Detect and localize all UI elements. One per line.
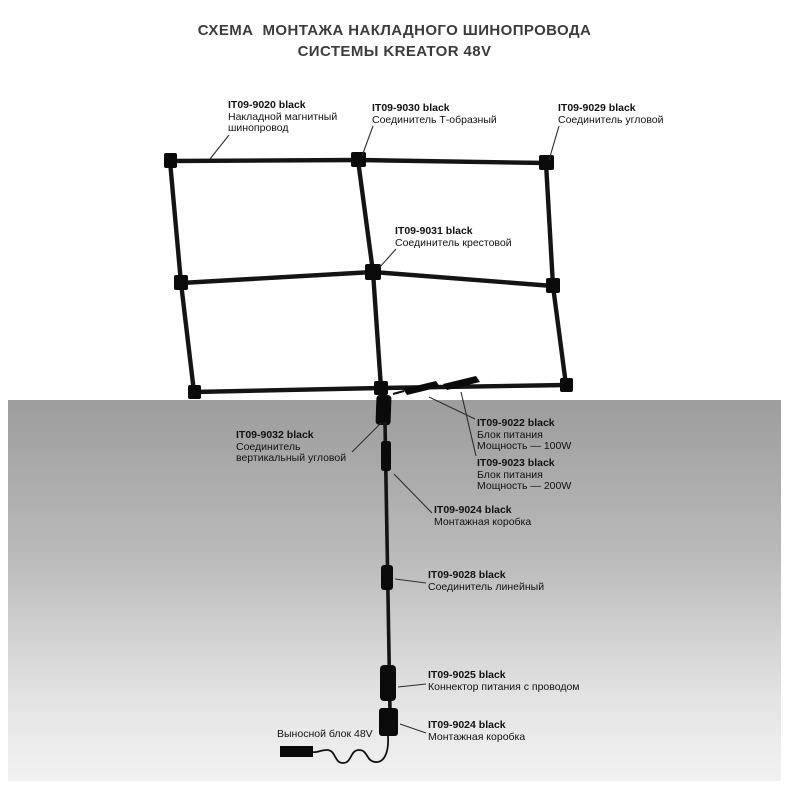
vertical-corner-connector xyxy=(375,394,392,426)
end-connector xyxy=(164,153,177,168)
label-vertical-corner-9032: IT09-9032 black Соединитель вертикальный… xyxy=(236,429,347,465)
part-desc: Блок питания xyxy=(477,468,543,481)
part-desc: Соединитель линейный xyxy=(428,580,545,593)
part-desc: Соединитель угловой xyxy=(558,113,664,126)
part-desc: Блок питания xyxy=(477,428,543,441)
mount-box-lower xyxy=(379,708,398,736)
part-desc: Выносной блок 48V xyxy=(277,728,373,740)
part-code: IT09-9029 black xyxy=(558,102,636,114)
title-line-1: СХЕМА МОНТАЖА НАКЛАДНОГО ШИНОПРОВОДА xyxy=(197,22,592,39)
part-code: IT09-9032 black xyxy=(236,429,314,441)
part-desc: Соединитель крестовой xyxy=(395,236,512,249)
label-linear-connector-9028: IT09-9028 black Соединитель линейный xyxy=(428,569,545,593)
psu-200w xyxy=(443,376,480,390)
end-connector xyxy=(188,385,201,399)
part-code: IT09-9020 black xyxy=(228,99,306,111)
t-connector xyxy=(374,381,388,395)
part-desc: Монтажная коробка xyxy=(428,730,526,743)
label-corner-connector-9029: IT09-9029 black Соединитель угловой xyxy=(558,102,664,126)
part-desc: Накладной магнитный xyxy=(228,110,338,123)
label-t-connector-9030: IT09-9030 black Соединитель Т-образный xyxy=(372,102,497,126)
part-code: IT09-9028 black xyxy=(428,569,506,581)
part-desc: Соединитель xyxy=(236,440,301,453)
psu-100w xyxy=(403,381,440,395)
part-code: IT09-9024 black xyxy=(428,719,506,731)
power-supply-units xyxy=(392,376,480,395)
track-connectors xyxy=(164,152,573,399)
part-desc: Коннектор питания с проводом xyxy=(428,680,580,693)
part-code: IT09-9030 black xyxy=(372,102,450,114)
part-desc: Монтажная коробка xyxy=(434,515,532,528)
label-mount-box-9024-upper: IT09-9024 black Монтажная коробка xyxy=(434,504,532,528)
end-connector xyxy=(560,378,573,392)
label-track-9020: IT09-9020 black Накладной магнитный шино… xyxy=(228,99,338,135)
corner-connector xyxy=(539,155,554,170)
leader-lines xyxy=(209,125,560,734)
part-desc: Мощность — 100W xyxy=(477,440,572,452)
linear-connector xyxy=(381,565,393,590)
label-psu-100w-9022: IT09-9022 black Блок питания Мощность — … xyxy=(477,417,572,453)
page-title: СХЕМА МОНТАЖА НАКЛАДНОГО ШИНОПРОВОДА СИС… xyxy=(0,20,789,62)
t-connector xyxy=(546,278,560,293)
mount-box-upper xyxy=(381,441,391,471)
label-cross-connector-9031: IT09-9031 black Соединитель крестовой xyxy=(395,225,512,249)
part-code: IT09-9024 black xyxy=(434,504,512,516)
part-code: IT09-9022 black xyxy=(477,417,555,429)
part-desc: вертикальный угловой xyxy=(236,452,347,464)
t-connector xyxy=(351,152,366,167)
label-psu-200w-9023: IT09-9023 black Блок питания Мощность — … xyxy=(477,457,572,493)
label-power-connector-9025: IT09-9025 black Коннектор питания с пров… xyxy=(428,669,580,693)
part-desc: шинопровод xyxy=(228,122,289,134)
t-connector xyxy=(174,275,188,290)
external-power-block xyxy=(280,746,313,757)
label-external-block-48v: Выносной блок 48V xyxy=(277,728,373,741)
label-mount-box-9024-lower: IT09-9024 black Монтажная коробка xyxy=(428,719,526,743)
part-code: IT09-9023 black xyxy=(477,457,555,469)
part-code: IT09-9025 black xyxy=(428,669,506,681)
cross-connector xyxy=(365,264,381,280)
part-desc: Соединитель Т-образный xyxy=(372,113,497,126)
part-desc: Мощность — 200W xyxy=(477,480,572,492)
title-line-2: СИСТЕМЫ KREATOR 48V xyxy=(297,43,492,60)
power-feed-connector xyxy=(380,665,396,701)
part-code: IT09-9031 black xyxy=(395,225,473,237)
power-cable xyxy=(312,735,389,764)
